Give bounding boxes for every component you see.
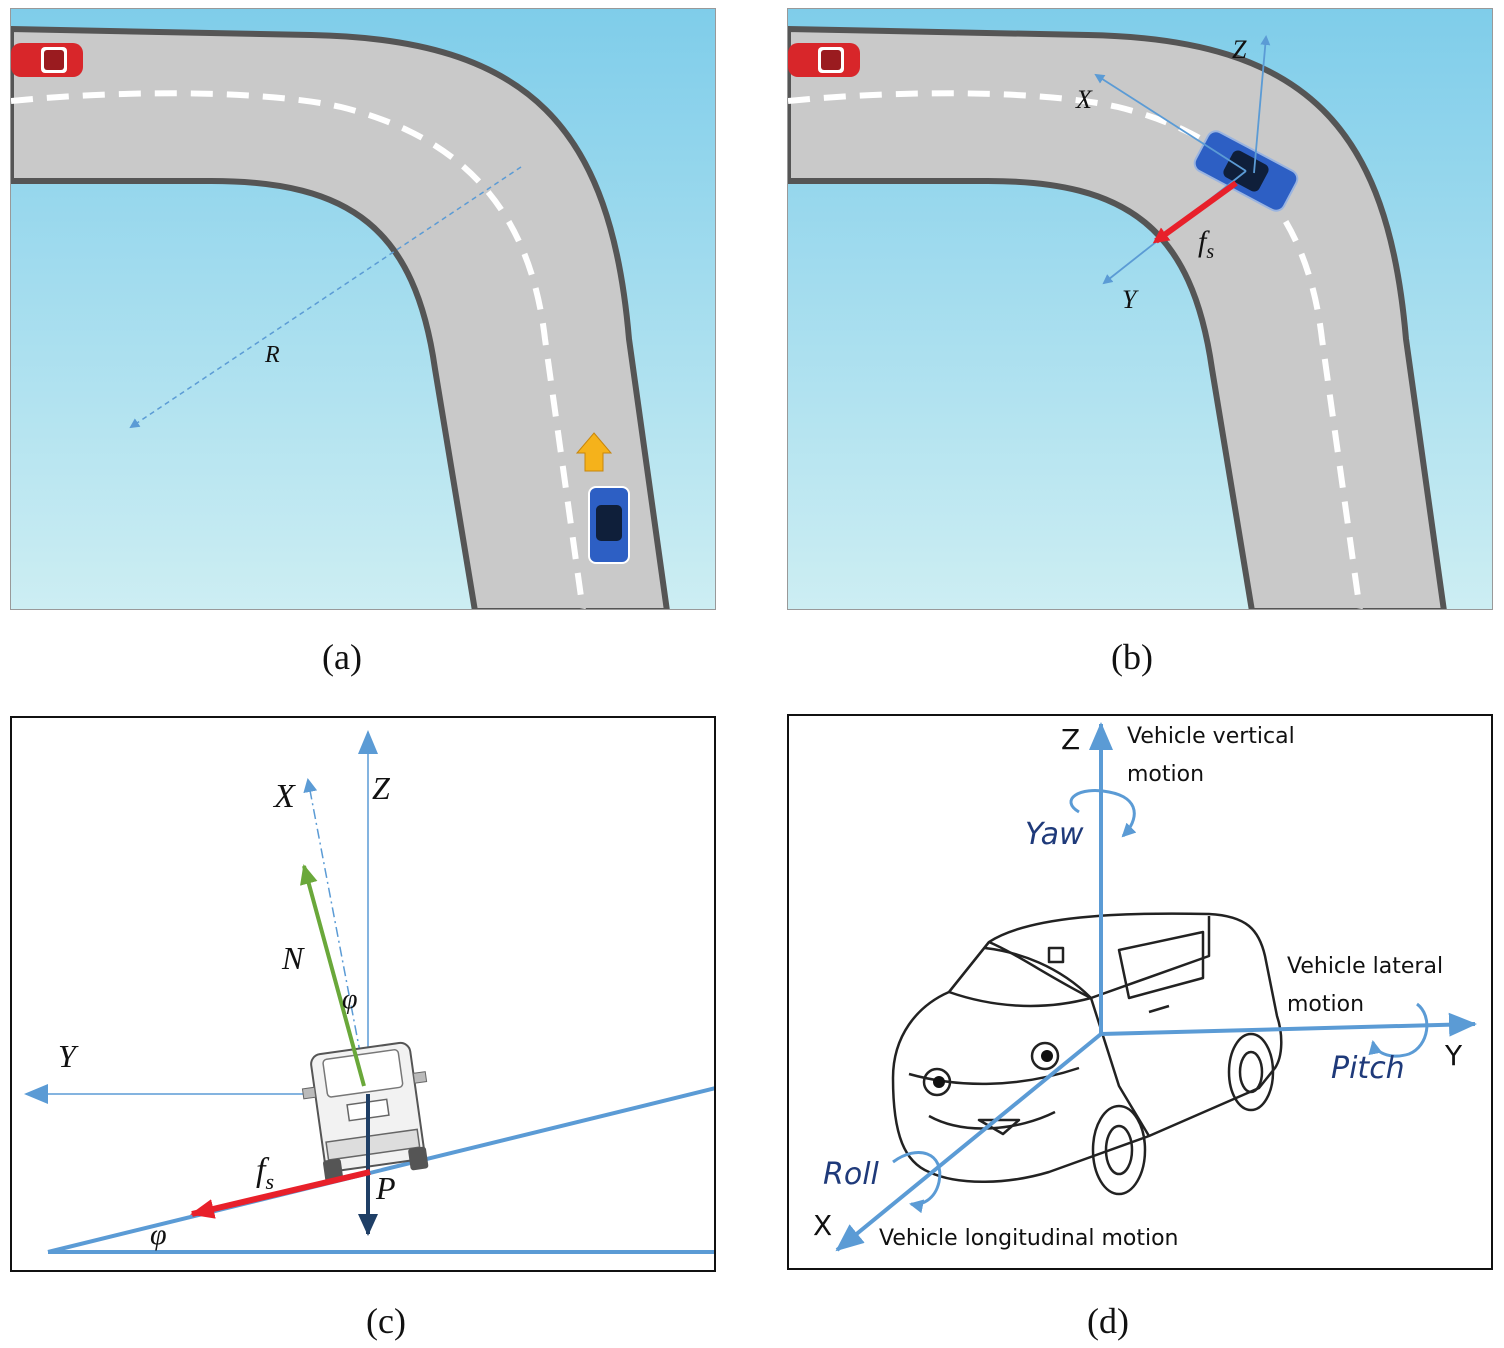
road: [11, 25, 670, 609]
red-car: [788, 43, 860, 77]
x-axis: [835, 1032, 1103, 1252]
y-label: Y: [1122, 285, 1137, 314]
roll-rotation-arrow: [892, 1151, 942, 1214]
lateral-motion-line2: motion: [1287, 992, 1365, 1017]
z-label: Z: [1232, 35, 1247, 64]
panel-a: R: [10, 8, 716, 610]
friction-force-arrow: [1152, 180, 1238, 244]
vertical-motion-line1: Vehicle vertical: [1127, 724, 1295, 749]
phi-bottom-label: φ: [150, 1218, 167, 1251]
fs-label-main: f: [1198, 225, 1207, 258]
caption-c: (c): [366, 1301, 406, 1341]
x-axis: [303, 778, 369, 1095]
panel-c: X Z Y N φ φ P fs: [10, 716, 716, 1272]
phi-top-label: φ: [342, 984, 358, 1015]
yaw-rotation-arrow: [1069, 789, 1137, 838]
car-eyes: [933, 1050, 1053, 1088]
y-label: Y: [1445, 1039, 1463, 1072]
red-car: [11, 43, 83, 77]
pitch-label: Pitch: [1331, 1051, 1405, 1086]
incline-line: [47, 1086, 714, 1254]
fs-label-sub: s: [1206, 241, 1215, 263]
direction-arrow: [575, 432, 613, 472]
fs-label: fs: [256, 1154, 274, 1193]
caption-a: (a): [322, 637, 362, 677]
car-rear-view: [301, 1041, 429, 1183]
z-label: Z: [1061, 723, 1081, 756]
x-label: X: [274, 778, 295, 815]
car-sketch: [891, 912, 1283, 1196]
z-axis: [1253, 35, 1271, 174]
longitudinal-motion-label: Vehicle longitudinal motion: [879, 1226, 1179, 1251]
panel-b-scene: [788, 9, 1492, 609]
lateral-motion-line1: Vehicle lateral: [1287, 954, 1444, 979]
fs-label-main: f: [256, 1152, 266, 1189]
panel-d-diagram: [835, 722, 1477, 1252]
fs-label-sub: s: [265, 1168, 275, 1194]
y-axis: [1100, 1012, 1477, 1037]
pitch-rotation-arrow: [1368, 1002, 1429, 1058]
panel-b: X Z Y fs: [787, 8, 1493, 610]
panel-c-diagram: [24, 730, 714, 1254]
lane-dashes: [788, 90, 1363, 609]
panel-d: Z Vehicle vertical motion Yaw Vehicle la…: [787, 714, 1493, 1270]
fs-label: fs: [1198, 225, 1215, 263]
n-label: N: [282, 940, 304, 976]
friction-force-arrow: [190, 1169, 371, 1219]
normal-force-arrow: [300, 864, 366, 1087]
blue-car: [588, 486, 630, 564]
x-label: X: [813, 1209, 833, 1242]
y-label: Y: [58, 1038, 76, 1074]
caption-b: (b): [1111, 637, 1153, 677]
z-label: Z: [372, 770, 390, 806]
vertical-motion-line2: motion: [1127, 762, 1205, 787]
panel-a-scene: [11, 9, 715, 609]
radius-label: R: [265, 342, 280, 368]
yaw-label: Yaw: [1025, 817, 1084, 852]
roll-label: Roll: [823, 1157, 879, 1192]
caption-d: (d): [1087, 1301, 1129, 1341]
p-label: P: [376, 1170, 396, 1206]
x-label: X: [1076, 85, 1092, 114]
x-axis: [1094, 73, 1247, 172]
radius-line: [129, 166, 522, 429]
lane-dashes: [11, 90, 586, 609]
